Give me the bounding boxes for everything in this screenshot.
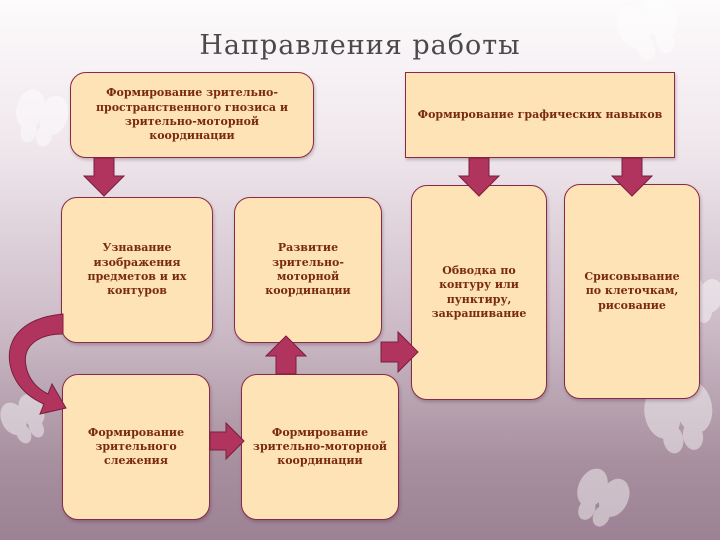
slide-title: Направления работы <box>199 30 521 61</box>
box-copying: Срисовывание по клеточкам, рисование <box>564 184 700 399</box>
box-development: Развитие зрительно-моторной координации <box>234 197 382 343</box>
box-visual-tracking: Формирование зрительного слежения <box>62 374 210 520</box>
box-recognition: Узнавание изображения предметов и их кон… <box>61 197 213 343</box>
box-coordination: Формирование зрительно-моторной координа… <box>241 374 399 520</box>
box-gnosis: Формирование зрительно-пространственного… <box>70 72 314 158</box>
box-tracing: Обводка по контуру или пунктиру, закраши… <box>411 185 547 400</box>
box-graphic-skills: Формирование графических навыков <box>405 72 675 158</box>
